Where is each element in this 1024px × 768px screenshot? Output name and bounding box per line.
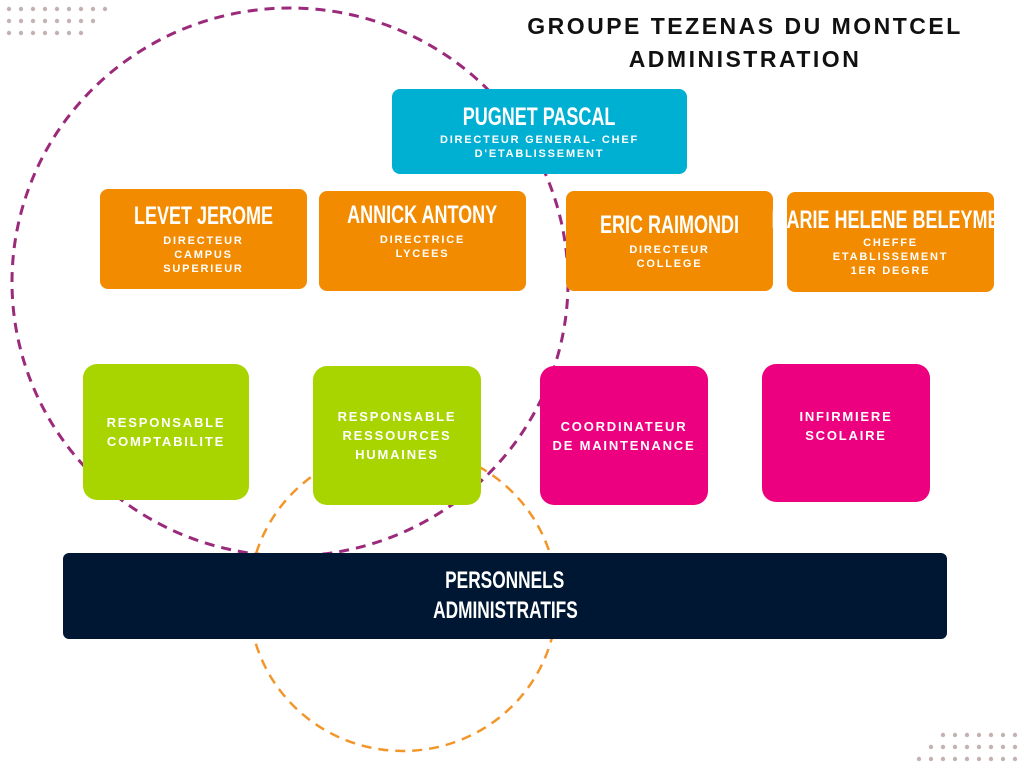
director-role: CHEFFE ETABLISSEMENT 1ER DEGRE — [832, 237, 949, 277]
dot — [940, 732, 946, 738]
dot — [964, 756, 970, 762]
dot — [18, 18, 24, 24]
dot — [976, 732, 982, 738]
dot — [30, 18, 36, 24]
director-box: ANNICK ANTONY DIRECTRICE LYCEES — [319, 191, 526, 291]
page-title: GROUPE TEZENAS DU MONTCEL ADMINISTRATION — [480, 10, 1010, 76]
dot — [976, 744, 982, 750]
dot — [6, 18, 12, 24]
dot — [964, 732, 970, 738]
service-box: RESPONSABLE COMPTABILITE — [83, 364, 249, 500]
director-role: DIRECTEUR COLLEGE — [629, 244, 710, 270]
dot — [78, 18, 84, 24]
dot — [78, 30, 84, 36]
dot — [6, 30, 12, 36]
dot — [952, 756, 958, 762]
director-name: ERIC RAIMONDI — [599, 211, 740, 239]
director-box: MARIE HELENE BELEYMET CHEFFE ETABLISSEME… — [771, 192, 1010, 292]
dot — [66, 18, 72, 24]
dot — [940, 756, 946, 762]
dot — [102, 6, 108, 12]
dot — [78, 6, 84, 12]
dot — [964, 744, 970, 750]
staff-line-2: ADMINISTRATIFS — [432, 597, 578, 624]
dot — [66, 6, 72, 12]
dot — [1012, 756, 1018, 762]
dot — [30, 30, 36, 36]
director-name: ANNICK ANTONY — [347, 201, 498, 229]
dot — [928, 756, 934, 762]
director-name: LEVET JEROME — [133, 202, 274, 230]
dot — [1000, 732, 1006, 738]
title-line-1: GROUPE TEZENAS DU MONTCEL — [527, 13, 963, 39]
dot — [988, 732, 994, 738]
dot — [54, 6, 60, 12]
dot — [928, 744, 934, 750]
dot — [18, 30, 24, 36]
dot — [952, 744, 958, 750]
dot — [66, 30, 72, 36]
dot — [18, 6, 24, 12]
service-box: INFIRMIERE SCOLAIRE — [762, 364, 930, 502]
dot — [940, 744, 946, 750]
director-box: LEVET JEROME DIRECTEUR CAMPUS SUPERIEUR — [100, 189, 307, 289]
dot — [988, 744, 994, 750]
dot — [42, 18, 48, 24]
dot — [1012, 744, 1018, 750]
head-box: PUGNET PASCAL DIRECTEUR GENERAL- CHEF D'… — [392, 89, 687, 174]
director-role: DIRECTEUR CAMPUS SUPERIEUR — [163, 235, 244, 275]
dot — [6, 6, 12, 12]
dot — [988, 756, 994, 762]
dot — [42, 6, 48, 12]
dot — [976, 756, 982, 762]
dot — [42, 30, 48, 36]
staff-line-1: PERSONNELS — [445, 567, 565, 594]
dot — [30, 6, 36, 12]
head-role: DIRECTEUR GENERAL- CHEF D'ETABLISSEMENT — [439, 133, 640, 160]
dot — [1012, 732, 1018, 738]
head-name: PUGNET PASCAL — [463, 102, 616, 131]
dot — [952, 732, 958, 738]
director-role: DIRECTRICE LYCEES — [379, 234, 466, 260]
dot — [916, 756, 922, 762]
dot — [54, 30, 60, 36]
director-name: MARIE HELENE BELEYMET — [770, 206, 1011, 234]
staff-box: PERSONNELS ADMINISTRATIFS — [63, 553, 947, 639]
dot-pattern — [6, 6, 1018, 762]
service-box: COORDINATEUR DE MAINTENANCE — [540, 366, 708, 505]
dot — [54, 18, 60, 24]
director-box: ERIC RAIMONDI DIRECTEUR COLLEGE — [566, 191, 773, 291]
dot — [90, 6, 96, 12]
dot — [1000, 756, 1006, 762]
dot — [90, 18, 96, 24]
service-box: RESPONSABLE RESSOURCES HUMAINES — [313, 366, 481, 505]
title-line-2: ADMINISTRATION — [628, 46, 862, 72]
dot — [1000, 744, 1006, 750]
